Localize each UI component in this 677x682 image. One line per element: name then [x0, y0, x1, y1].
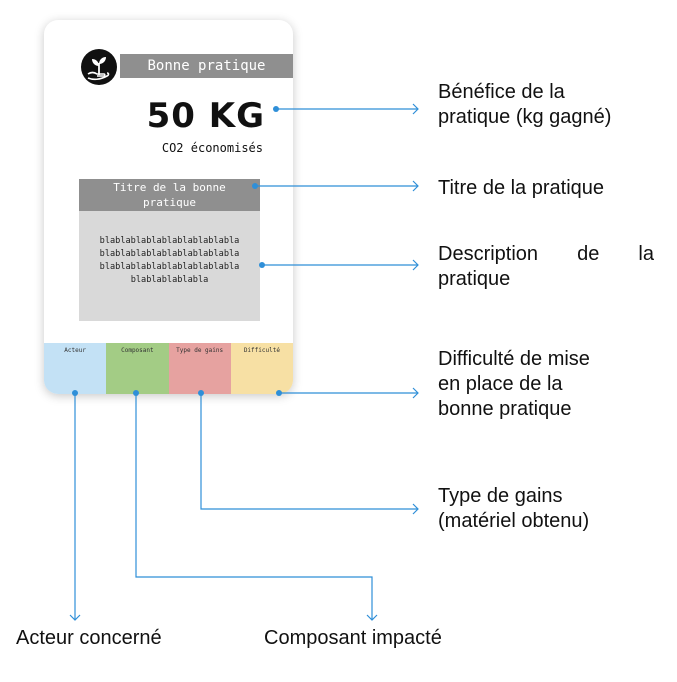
plant-in-hand-icon [81, 49, 117, 85]
connector-benefice-arrow [412, 103, 419, 115]
connector-dot-acteur [72, 390, 78, 396]
connector-composant [135, 393, 373, 620]
annotation-composant: Composant impacté [264, 627, 442, 649]
band-difficulte: Difficulté [230, 343, 293, 394]
practice-description-box: blablablablablablablablabla blablablabla… [79, 211, 260, 321]
practice-title-line: Titre de la bonne [113, 181, 226, 194]
description-line: blablablablabla [130, 275, 209, 285]
annotation-line: Type de gains [438, 485, 563, 507]
band-acteur: Acteur [44, 343, 107, 394]
annotation-line: Bénéfice de la [438, 81, 565, 103]
band-composant: Composant [106, 343, 169, 394]
annotation-line: en place de la [438, 373, 563, 395]
connector-dot-composant [133, 390, 139, 396]
description-line: blablablablablablablablabla [99, 262, 240, 272]
band-type-de-gains: Type de gains [168, 343, 231, 394]
annotation-line: Difficulté de mise [438, 348, 590, 370]
connector-difficulte-arrow [412, 387, 419, 399]
annotation-difficulte: Difficulté de mise en place de la bonne … [438, 347, 668, 422]
annotation-description: Description de la pratique [438, 242, 654, 292]
annotation-line: bonne pratique [438, 398, 572, 420]
connector-dot-description [259, 262, 265, 268]
practice-card: Bonne pratique 50 KG CO2 économisés Titr… [44, 20, 293, 394]
card-header: Bonne pratique [120, 54, 293, 78]
connector-acteur-arrow [69, 614, 81, 621]
connector-composant-arrow [366, 614, 378, 621]
description-line: blablablablablablablablabla [99, 236, 240, 246]
annotation-line: pratique (kg gagné) [438, 106, 612, 128]
connector-dot-titre [252, 183, 258, 189]
description-line: blablablablablablablablabla [99, 249, 240, 259]
benefit-amount: 50 KG [146, 96, 265, 136]
connector-titre-arrow [412, 180, 419, 192]
connector-dot-type [198, 390, 204, 396]
annotation-line: pratique [438, 268, 511, 290]
annotation-acteur: Acteur concerné [16, 627, 162, 649]
annotation-line: (matériel obtenu) [438, 510, 590, 532]
practice-title-line: pratique [143, 196, 196, 209]
connector-dot-difficulte [276, 390, 282, 396]
benefit-unit: CO2 économisés [161, 141, 263, 155]
connector-dot-benefice [273, 106, 279, 112]
practice-title-box: Titre de la bonne pratique [79, 179, 260, 211]
annotation-benefice: Bénéfice de la pratique (kg gagné) [438, 80, 668, 130]
annotation-type-de-gains: Type de gains (matériel obtenu) [438, 484, 668, 534]
connector-type [200, 393, 418, 510]
connector-type-arrow [412, 503, 419, 515]
connector-description-arrow [412, 259, 419, 271]
annotation-titre: Titre de la pratique [438, 177, 605, 199]
category-bands: Acteur Composant Type de gains Difficult… [44, 343, 293, 394]
annotation-line: Description de la [438, 243, 654, 265]
